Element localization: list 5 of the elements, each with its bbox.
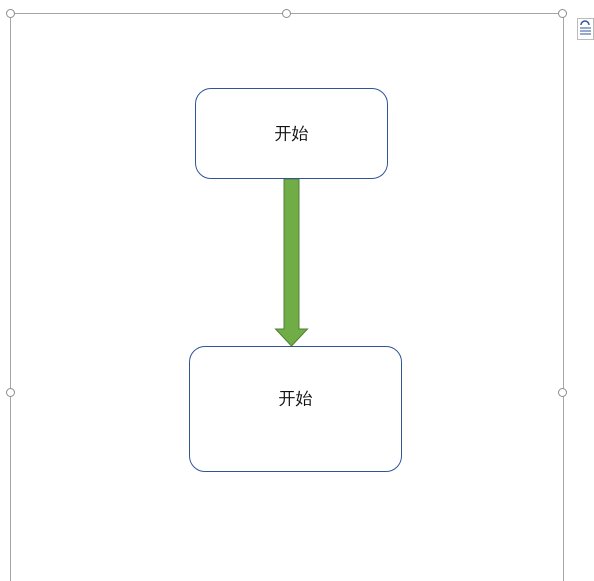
rounded-box <box>189 346 402 472</box>
block-arrow <box>274 178 309 347</box>
box-label: 开始 <box>274 123 308 145</box>
box-label: 开始 <box>278 388 312 410</box>
rounded-box <box>195 88 388 179</box>
